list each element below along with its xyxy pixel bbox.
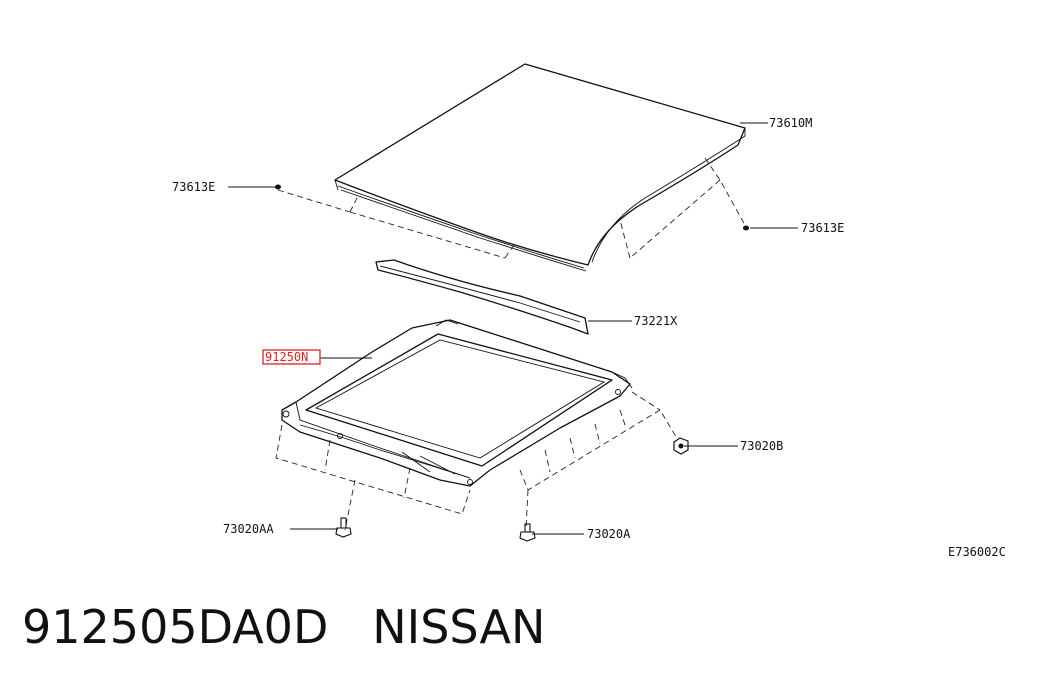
callout-bolt-right: 73020A [587,527,631,541]
callout-bolt-left: 73020AA [223,522,274,536]
roof-reinforcement [375,259,589,335]
callout-clip-left: 73613E [172,180,215,194]
leader-lines [228,122,798,535]
nut-icon [673,437,689,455]
part-caption: 912505DA0D NISSAN [22,600,545,654]
callout-nut: 73020B [740,439,783,453]
callout-roof-panel: 73610M [769,116,812,130]
bolt-right-icon [519,523,536,542]
roof-dashed-lines [277,157,746,259]
sunroof-frame [281,319,633,487]
part-number: 912505DA0D [22,600,329,654]
roof-panel [334,63,746,272]
fasteners [275,184,749,542]
callout-reinforcement: 73221X [634,314,678,328]
clip-right-icon [743,225,749,231]
callout-sunroof-frame: 91250N [265,350,308,364]
frame-dashed-lines [275,391,679,531]
bolt-left-icon [335,517,352,538]
callout-clip-right: 73613E [801,221,844,235]
callout-highlight-box [262,349,321,365]
brand-name: NISSAN [372,600,546,654]
clip-left-icon [275,184,281,190]
figure-code: E736002C [948,545,1006,559]
